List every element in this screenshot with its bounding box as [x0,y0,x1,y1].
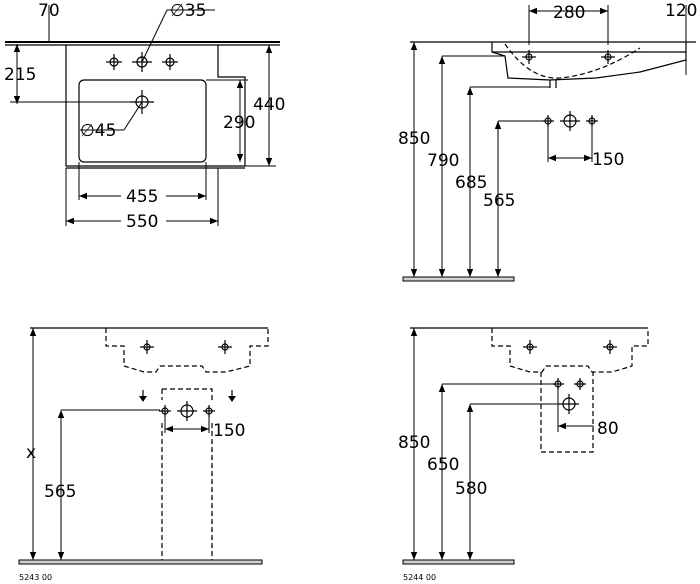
dim-290-label: 290 [223,113,255,133]
side-outlet-left [542,115,554,127]
plan-view: 70 ∅35 215 440 290 ∅45 455 550 [4,1,285,232]
fs-outlet-center [559,394,579,414]
dim-215-label: 215 [4,65,36,85]
dim-70-label: 70 [38,1,60,21]
fp-basin-hidden [105,328,269,373]
fp-floor [18,559,263,565]
fs-product-code: 5244 00 [403,573,436,582]
front-pedestal-view: x 565 150 5243 00 [18,327,269,582]
dim-565-label: 565 [483,191,515,211]
tap-hole-right [162,54,178,70]
side-outlet-right [586,115,598,127]
side-floor [402,276,515,282]
front-semi-pedestal-view: 850 650 580 80 5244 00 [398,327,649,582]
dim-440-label: 440 [253,95,285,115]
dim-580-label: 580 [455,479,487,499]
dim-790-label: 790 [427,151,459,171]
fp-outlet-right [203,405,215,417]
dim-35-label: ∅35 [170,1,206,21]
dim-150-label: 150 [592,150,624,170]
fp-outlet-left [159,405,171,417]
fp-tap-right [218,340,232,354]
dim-120-label: 120 [665,1,697,21]
fs-floor [402,559,515,565]
dim-550-label: 550 [126,212,158,232]
fp-arrow-right-icon [228,390,236,402]
basin-outline [65,45,246,167]
dim-45-label: ∅45 [80,121,116,141]
dim-35-leader [141,9,168,63]
fp-arrow-left-icon [139,390,147,402]
side-tap-right [601,50,615,64]
dim-685-label: 685 [455,173,487,193]
tap-hole-left [106,54,122,70]
dim-150b-label: 150 [213,421,245,441]
fs-semi-pedestal-hidden [540,372,594,453]
dim-650-label: 650 [427,455,459,475]
side-bowl-hidden [504,43,641,79]
side-view: 280 120 850 790 685 565 [398,1,697,282]
fp-outlet-center [177,401,197,421]
side-outlet-center [560,111,580,131]
dim-455-label: 455 [126,187,158,207]
dim-280-label: 280 [553,3,585,23]
dim-565b-label: 565 [44,482,76,502]
dim-850-label: 850 [398,129,430,149]
dim-850b-label: 850 [398,433,430,453]
fp-tap-left [140,340,154,354]
dim-x-label: x [26,443,36,463]
fs-outlet-right [574,378,586,390]
dim-80-label: 80 [597,419,619,439]
fs-basin-hidden [491,328,649,373]
side-tap-left [522,50,536,64]
dim-45-leader [123,101,143,131]
fp-pedestal-hidden [161,388,213,560]
side-basin-outline [491,42,687,81]
fs-tap-right [603,340,617,354]
fp-product-code: 5243 00 [19,573,52,582]
basin-bowl [78,79,207,163]
fs-tap-left [523,340,537,354]
